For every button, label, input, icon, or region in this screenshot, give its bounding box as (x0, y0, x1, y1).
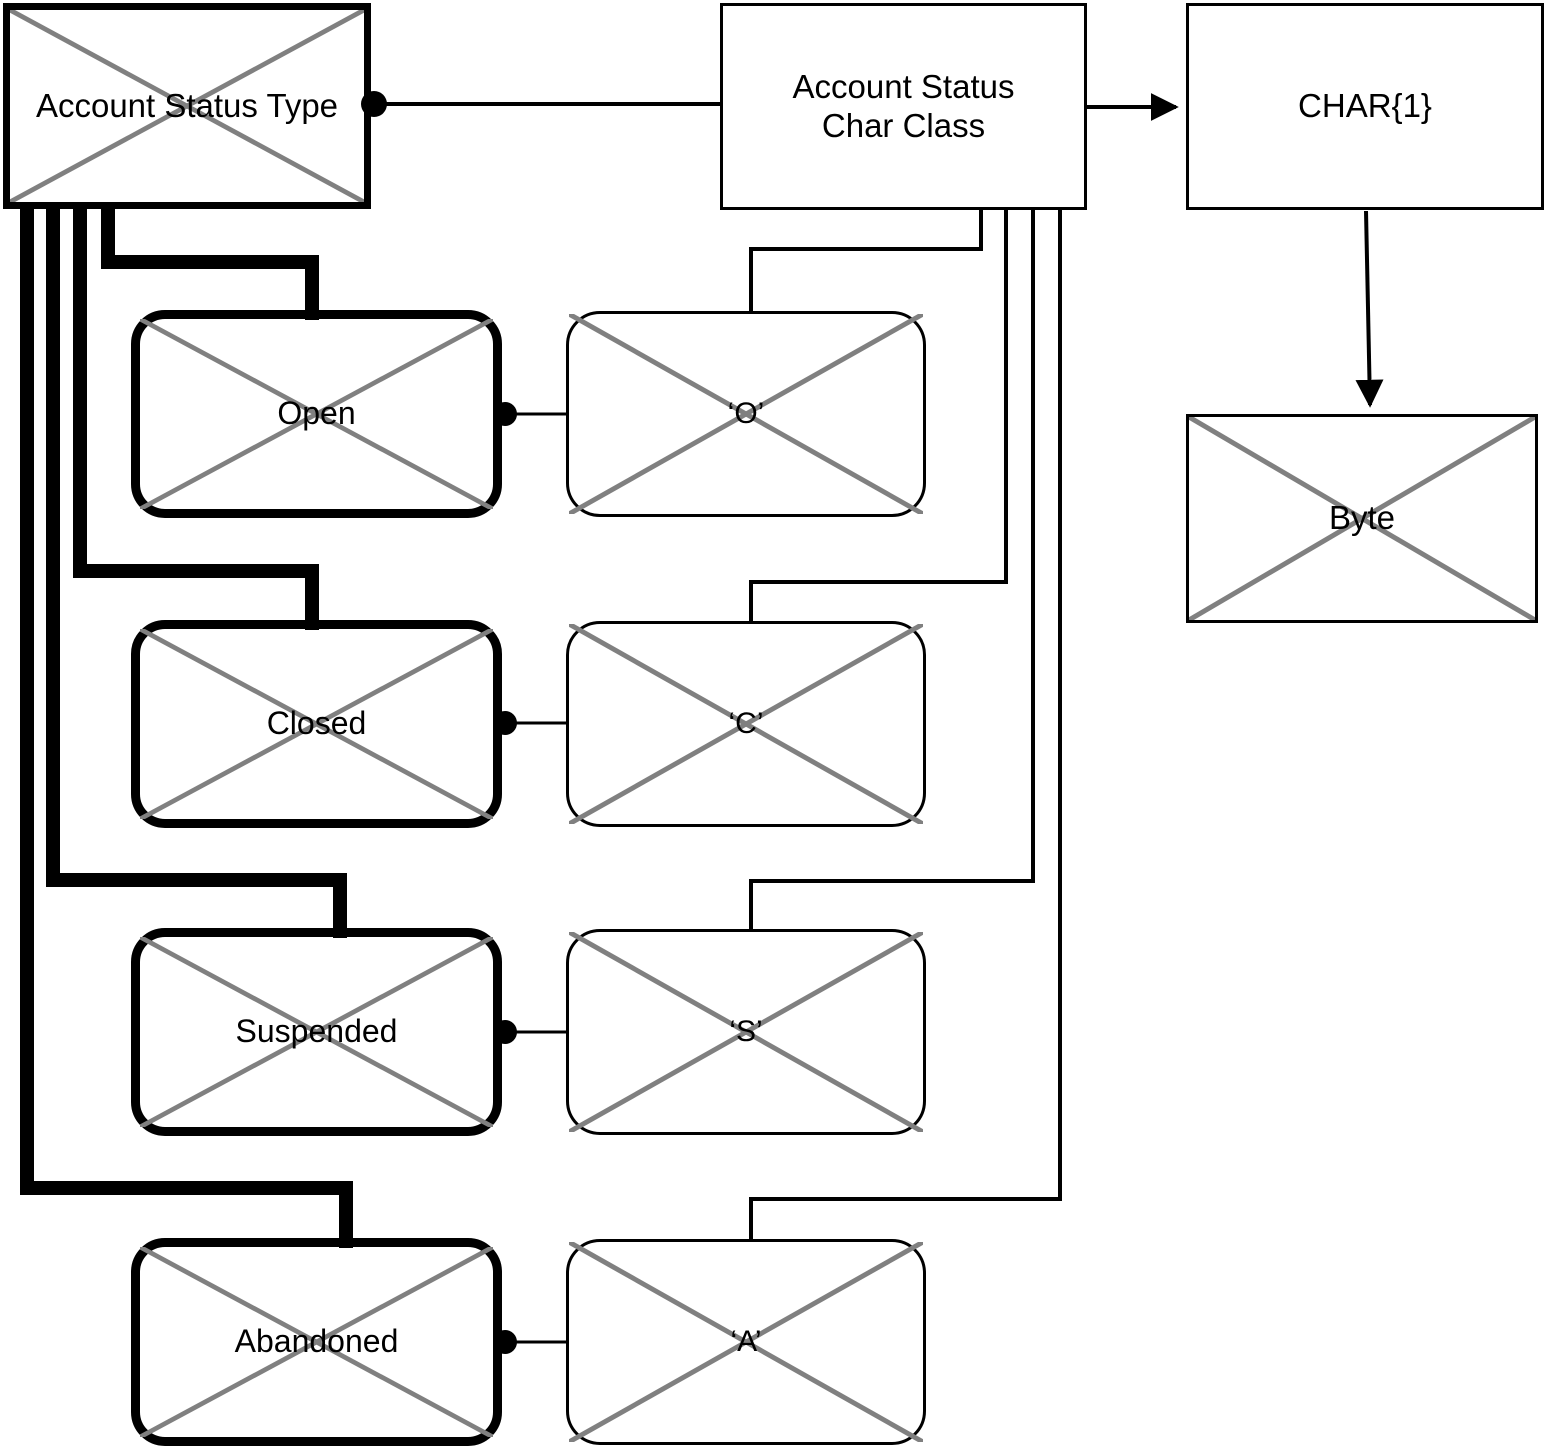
node-abandoned[interactable]: Abandoned (131, 1238, 502, 1446)
node-byte[interactable]: Byte (1186, 414, 1538, 623)
node-label-byte: Byte (1328, 499, 1396, 537)
node-label-account-status-type: Account Status Type (35, 86, 339, 124)
node-char-s[interactable]: ‘S’ (566, 929, 926, 1135)
node-char-c[interactable]: ‘C’ (566, 621, 926, 827)
connector-open-to-char-o (493, 402, 568, 426)
node-label-char-1: CHAR{1} (1298, 87, 1432, 125)
connector-char1-to-byte (1355, 210, 1384, 408)
crossed-out-marker (569, 1242, 923, 1442)
connector-type-to-charclass (361, 91, 722, 117)
node-closed[interactable]: Closed (131, 620, 502, 828)
node-label-char-c: ‘C’ (728, 707, 764, 741)
crossed-out-marker (1189, 417, 1535, 620)
connector-suspended-to-char-s (493, 1020, 568, 1044)
connector-closed-to-char-c (493, 711, 568, 735)
connector-type-to-open (101, 206, 319, 320)
node-label-char-a: ‘A’ (730, 1325, 762, 1359)
node-suspended[interactable]: Suspended (131, 928, 502, 1136)
node-char-a[interactable]: ‘A’ (566, 1239, 926, 1445)
connector-abandoned-to-char-a (493, 1330, 568, 1354)
node-label-account-status-char-class: Account Status Char Class (792, 67, 1015, 144)
node-label-abandoned: Abandoned (234, 1323, 399, 1360)
node-label-char-o: ‘O’ (727, 397, 765, 431)
node-account-status-char-class[interactable]: Account Status Char Class (720, 3, 1087, 210)
node-open[interactable]: Open (131, 310, 502, 518)
node-char-o[interactable]: ‘O’ (566, 311, 926, 517)
node-label-char-s: ‘S’ (729, 1015, 763, 1049)
node-account-status-type[interactable]: Account Status Type (3, 3, 371, 209)
node-label-suspended: Suspended (235, 1013, 398, 1050)
crossed-out-marker (140, 1247, 493, 1437)
crossed-out-marker (10, 10, 364, 202)
node-label-closed: Closed (266, 705, 367, 742)
node-char-1[interactable]: CHAR{1} (1186, 3, 1544, 210)
connector-charclass-to-char-o (749, 210, 983, 312)
node-label-open: Open (277, 395, 356, 432)
